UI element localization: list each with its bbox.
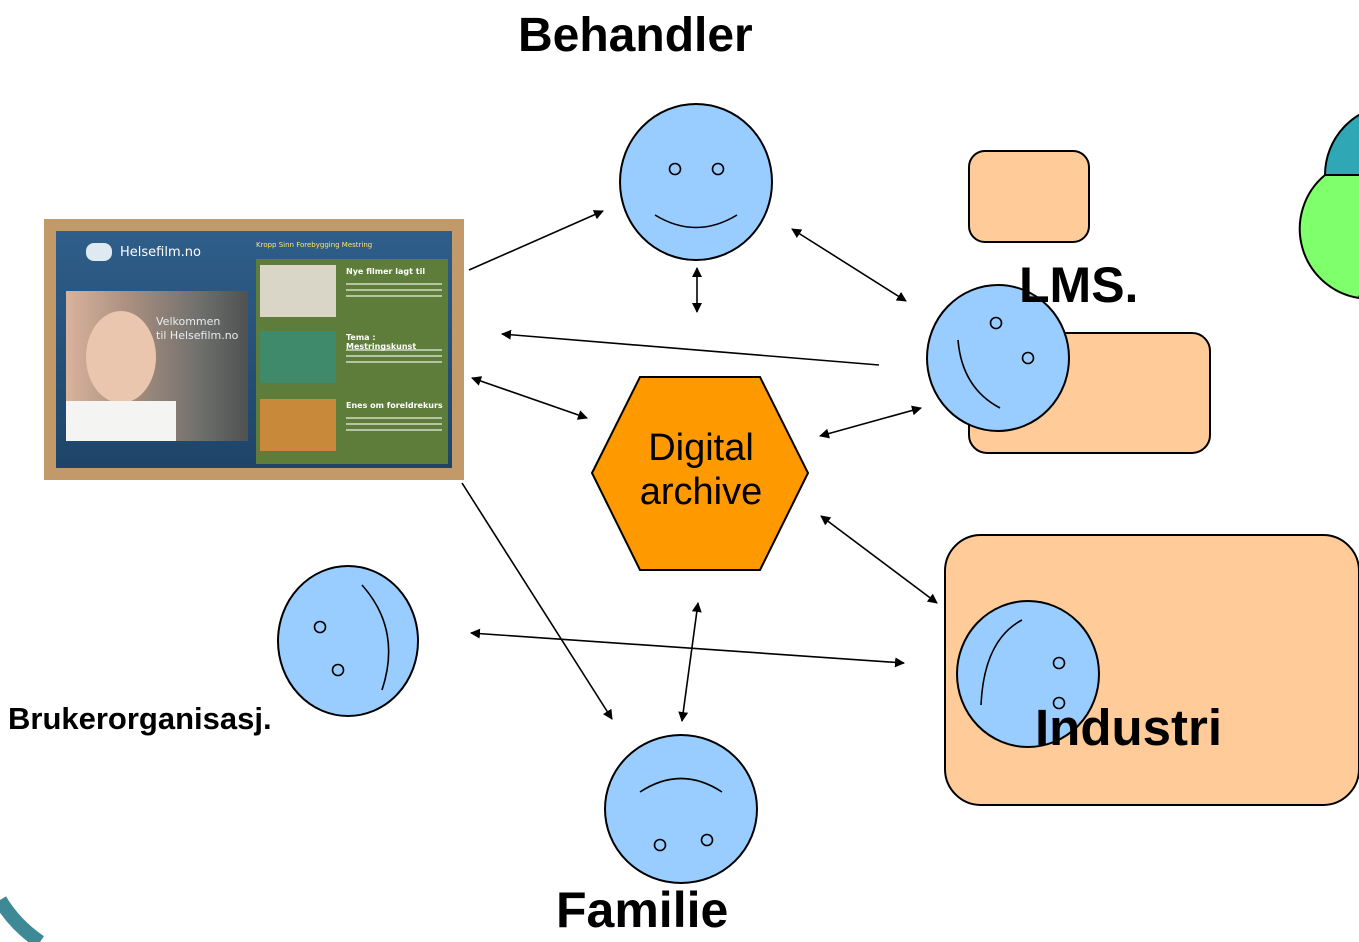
news-text-line bbox=[346, 361, 442, 363]
news-text-line bbox=[346, 423, 442, 425]
arrow-web-archive bbox=[471, 376, 588, 420]
archive-label-line-2: archive bbox=[639, 471, 763, 513]
behandler-smiley-icon bbox=[619, 103, 773, 261]
website-window: Helsefilm.no Kropp Sinn Forebygging Mest… bbox=[56, 231, 452, 468]
archive-label-line-1: Digital bbox=[648, 427, 754, 469]
lms-box-small bbox=[968, 150, 1090, 243]
arrow-web-to-behandler bbox=[468, 210, 604, 271]
corner-swoosh bbox=[0, 896, 45, 942]
news-text-line bbox=[346, 417, 442, 419]
news-text-line bbox=[346, 355, 442, 357]
arrow-bruker-industri bbox=[470, 628, 905, 668]
news-text-line bbox=[346, 429, 442, 431]
lms-label: LMS. bbox=[1019, 257, 1139, 313]
hero-face bbox=[86, 311, 156, 403]
news-text-line bbox=[346, 295, 442, 297]
globe-icon bbox=[1298, 113, 1359, 300]
website-tabs: Kropp Sinn Forebygging Mestring bbox=[256, 241, 373, 249]
familie-label: Familie bbox=[556, 882, 729, 938]
website-news-panel: Nye filmer lagt til Tema : Mestringskuns… bbox=[256, 259, 448, 464]
news-thumb-1 bbox=[260, 265, 336, 317]
website-logo: Helsefilm.no bbox=[120, 245, 201, 260]
arrow-archive-industri bbox=[820, 515, 938, 604]
brukerorganisasj-label: Brukerorganisasj. bbox=[8, 701, 272, 736]
arrow-archive-lms bbox=[819, 405, 922, 439]
arrow-lms-to-web bbox=[501, 329, 880, 366]
news-text-line bbox=[346, 349, 442, 351]
website-hero-photo bbox=[66, 291, 248, 441]
behandler-label: Behandler bbox=[518, 9, 753, 62]
website-welcome: Velkommen til Helsefilm.no bbox=[156, 315, 238, 343]
arrow-archive-familie bbox=[678, 602, 702, 722]
welcome-line-2: til Helsefilm.no bbox=[156, 329, 239, 342]
industri-smiley-icon bbox=[956, 600, 1100, 748]
connections bbox=[461, 210, 938, 722]
news-heading-1: Nye filmer lagt til bbox=[346, 267, 426, 276]
helsefilm-website-screenshot: Helsefilm.no Kropp Sinn Forebygging Mest… bbox=[44, 219, 464, 480]
news-text-line bbox=[346, 289, 442, 291]
arrow-web-to-familie bbox=[461, 482, 613, 720]
logo-pill bbox=[86, 243, 112, 261]
news-heading-3: Enes om foreldrekurs bbox=[346, 401, 443, 410]
digital-archive-label: Digital archive bbox=[616, 426, 786, 514]
arrow-behandler-lms bbox=[791, 228, 907, 302]
industri-label: Industri bbox=[1035, 699, 1222, 756]
lms-smiley-icon bbox=[926, 284, 1070, 432]
news-thumb-2 bbox=[260, 331, 336, 383]
welcome-line-1: Velkommen bbox=[156, 315, 221, 328]
news-text-line bbox=[346, 283, 442, 285]
news-thumb-3 bbox=[260, 399, 336, 451]
hero-coat bbox=[66, 401, 176, 441]
familie-smiley-icon bbox=[604, 734, 758, 884]
news-heading-2: Tema : Mestringskunst bbox=[346, 333, 417, 351]
brukerorganisasjon-smiley-icon bbox=[277, 565, 419, 717]
digital-archive-hexagon bbox=[590, 376, 810, 571]
